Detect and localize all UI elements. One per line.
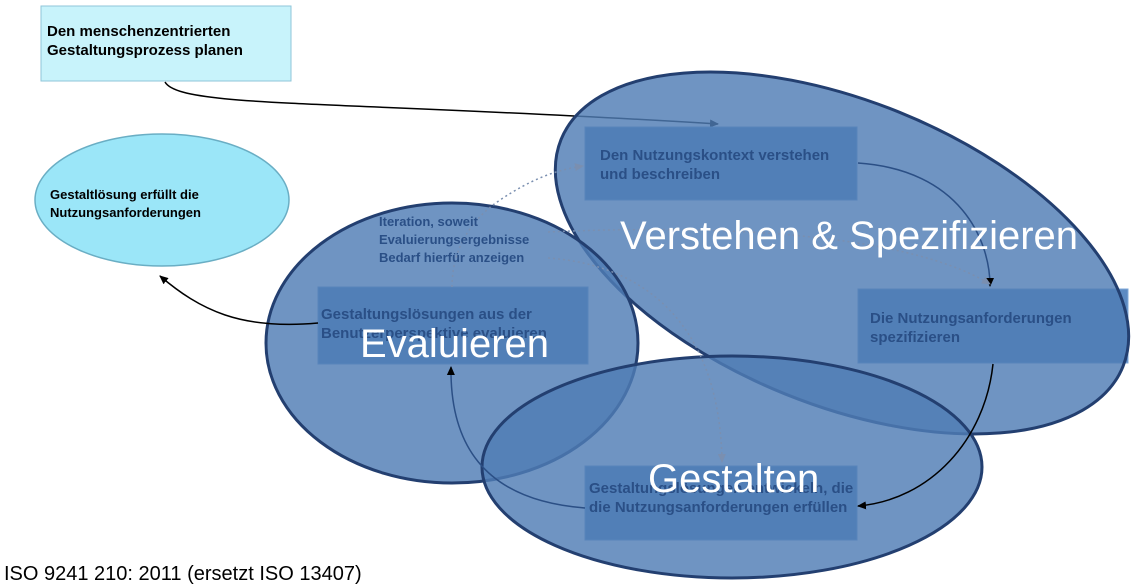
requirements-to-design-arrow <box>857 363 994 510</box>
iteration-to-design-arrow <box>547 257 726 463</box>
solution-ellipse <box>34 133 290 267</box>
iteration-to-context-arrow <box>451 163 584 288</box>
region-design-label: Gestalten <box>648 457 820 501</box>
region-evaluate-label: Evaluieren <box>360 322 550 366</box>
source-caption: ISO 9241 210: 2011 (ersetzt ISO 13407) <box>4 563 362 585</box>
context-box-label: Den Nutzungskontext verstehen und beschr… <box>600 147 830 183</box>
plan-to-context-arrow <box>164 81 719 128</box>
iteration-note: Iteration, soweit Evaluierungsergebnisse… <box>379 214 530 265</box>
evaluate-box-label: Gestaltungslösungen aus der Benutzerpers… <box>321 306 547 342</box>
region-understand-label: Verstehen & Spezifizieren <box>620 214 1079 258</box>
evaluate-to-solution-arrow <box>159 275 319 326</box>
design-to-evaluate-arrow <box>446 366 586 509</box>
plan-box-label: Den menschenzentrierten Gestaltungsproze… <box>47 23 243 59</box>
requirements-box-label: Die Nutzungsanforderungen spezifizieren <box>870 310 1072 346</box>
plan-box <box>40 5 292 82</box>
context-to-requirements-arrow <box>857 162 994 287</box>
design-box-label: Gestaltungslösungen entwickeln, die die … <box>589 480 854 516</box>
solution-label: Gestaltlösung erfüllt die Nutzungsanford… <box>50 187 201 220</box>
